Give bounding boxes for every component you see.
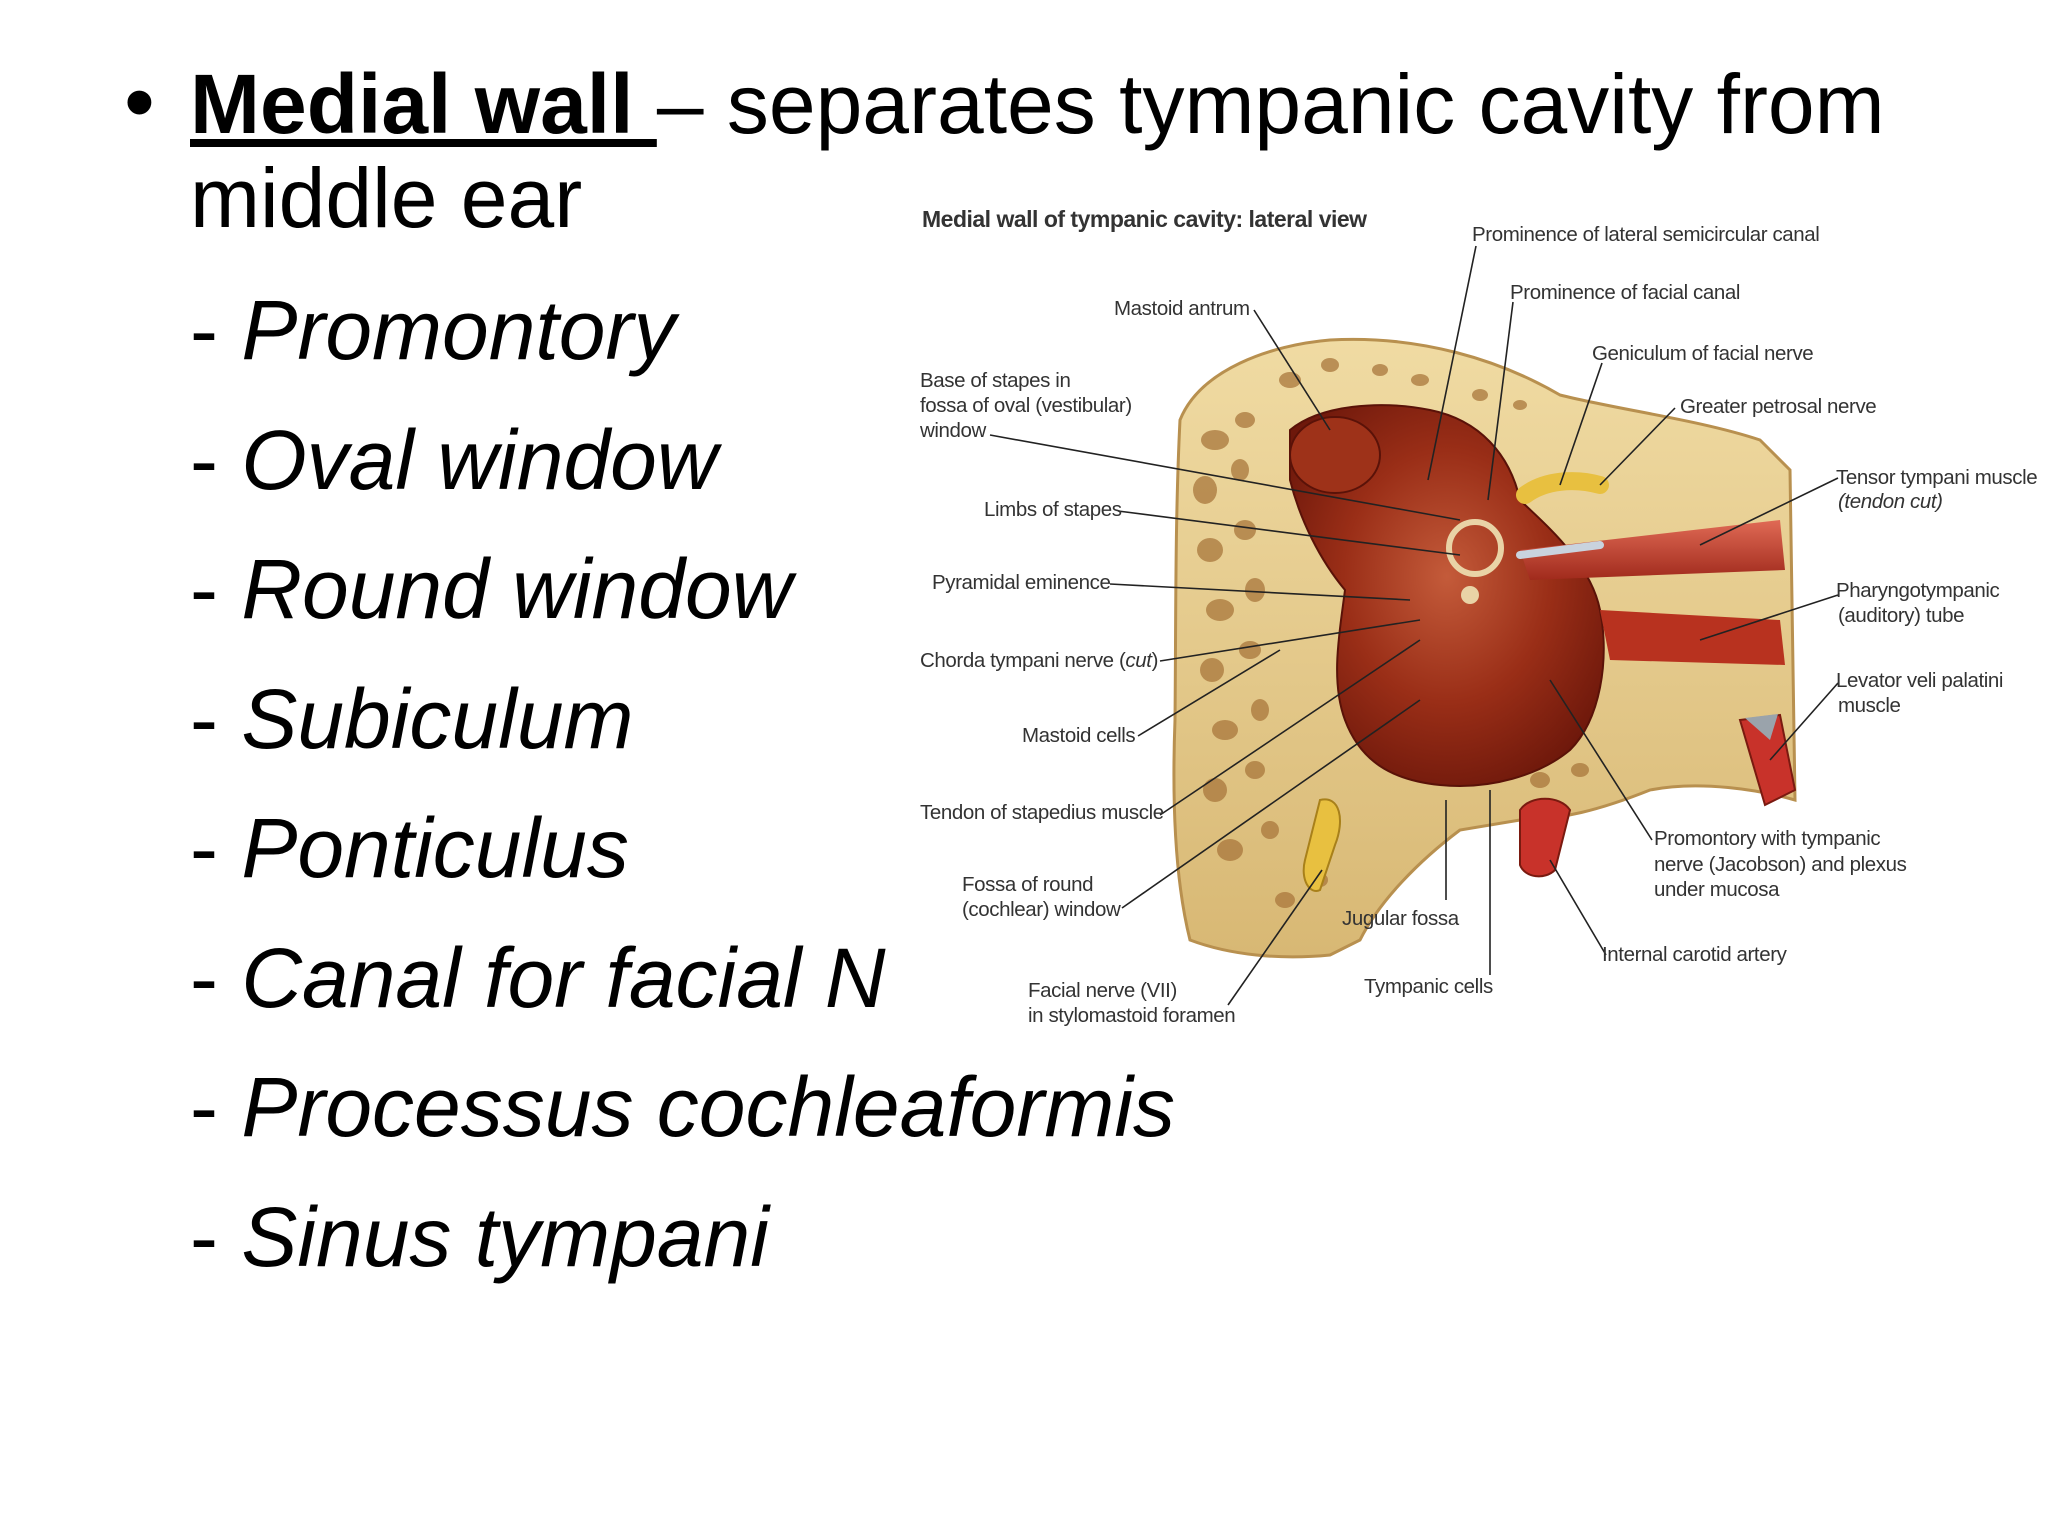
label-pharyngo-1: Pharyngotympanic [1836,579,2000,602]
list-item-label: Sinus tympani [241,1190,769,1284]
tensor-tendon [1516,541,1604,559]
list-item-processus-cochleaformis: - Processus cochleaformis [190,1065,1175,1149]
stapes-ring [1446,519,1504,577]
label-facial-nerve-2: in stylomastoid foramen [1028,1004,1236,1027]
label-tympanic-cells: Tympanic cells [1364,975,1493,998]
list-dash: - [190,283,242,377]
levator-cut [1745,714,1778,740]
list-dash: - [190,1190,242,1284]
label-fossa-round-2: (cochlear) window [962,898,1121,921]
list-item-label: Canal for facial N [241,931,886,1025]
label-base-stapes-3: window [920,419,986,442]
list-dash: - [190,931,242,1025]
tensor-tympani [1520,520,1785,580]
label-levator-2: muscle [1838,694,1901,717]
label-mastoid-antrum: Mastoid antrum [1114,297,1250,320]
label-levator-1: Levator veli palatini [1836,669,2004,692]
label-prominence-lateral-canal: Prominence of lateral semicircular canal [1472,223,1820,246]
label-facial-nerve-1: Facial nerve (VII) [1028,979,1177,1002]
label-pharyngo-2: (auditory) tube [1838,604,1965,627]
list-dash: - [190,1060,242,1154]
label-jugular-fossa: Jugular fossa [1342,907,1459,930]
label-tendon-stapedius: Tendon of stapedius muscle [920,801,1164,824]
mastoid-antrum [1289,416,1381,494]
label-geniculum: Geniculum of facial nerve [1592,342,1814,365]
slide-heading: Medial wall – separates tympanic cavity … [190,58,1885,150]
list-item-oval-window: - Oval window [190,418,718,502]
list-dash: - [190,413,242,507]
internal-carotid-artery [1519,797,1572,878]
list-dash: - [190,542,242,636]
list-item-label: Processus cochleaformis [241,1060,1175,1154]
label-pyramidal: Pyramidal eminence [932,571,1111,594]
chorda-text-a: Chorda tympani nerve ( [920,649,1126,672]
label-promontory-3: under mucosa [1654,878,1780,901]
list-dash: - [190,672,242,766]
list-item-canal-facial: - Canal for facial N [190,936,886,1020]
label-promontory-1: Promontory with tympanic [1654,827,1881,850]
slide-heading-line2: middle ear [190,151,583,245]
heading-rest: – separates tympanic cavity from [656,57,1885,151]
heading-term: Medial wall [190,57,657,151]
label-base-stapes-2: fossa of oval (vestibular) [920,394,1132,417]
list-item-label: Round window [241,542,793,636]
list-item-label: Promontory [241,283,676,377]
list-item-sinus-tympani: - Sinus tympani [190,1195,769,1279]
label-limbs-stapes: Limbs of stapes [984,498,1122,521]
diagram-title: Medial wall of tympanic cavity: lateral … [922,206,1367,232]
list-item-subiculum: - Subiculum [190,677,634,761]
leader-lines [989,245,1839,1006]
label-internal-carotid: Internal carotid artery [1602,943,1787,966]
label-chorda-tympani: Chorda tympani nerve (cut) [920,648,1158,673]
label-base-stapes-1: Base of stapes in [920,369,1071,392]
list-item-promontory: - Promontory [190,288,675,372]
label-tensor-1: Tensor tympani muscle [1836,466,2038,489]
bullet-marker: • [124,52,155,151]
tympanic-cavity-illustration [989,245,1839,1006]
tympanic-cavity [1289,404,1605,787]
chorda-text-c: ) [1151,649,1159,672]
stapes-head [1461,586,1479,604]
list-item-label: Subiculum [241,672,634,766]
label-fossa-round-1: Fossa of round [962,873,1094,896]
list-item-label: Oval window [241,413,718,507]
pharyngotympanic-tube [1600,610,1785,665]
label-tensor-2-text: (tendon cut) [1838,490,1943,513]
label-greater-petrosal: Greater petrosal nerve [1680,395,1877,418]
label-prominence-facial-canal: Prominence of facial canal [1510,281,1741,304]
label-tensor-2: (tendon cut) [1838,489,1943,514]
list-item-ponticulus: - Ponticulus [190,806,629,890]
chorda-text-cut: cut [1125,649,1152,672]
label-promontory-2: nerve (Jacobson) and plexus [1654,853,1907,876]
list-item-round-window: - Round window [190,547,792,631]
list-item-label: Ponticulus [241,801,629,895]
list-dash: - [190,801,242,895]
stylomastoid-nerve [1302,798,1341,892]
label-mastoid-cells: Mastoid cells [1022,724,1136,747]
